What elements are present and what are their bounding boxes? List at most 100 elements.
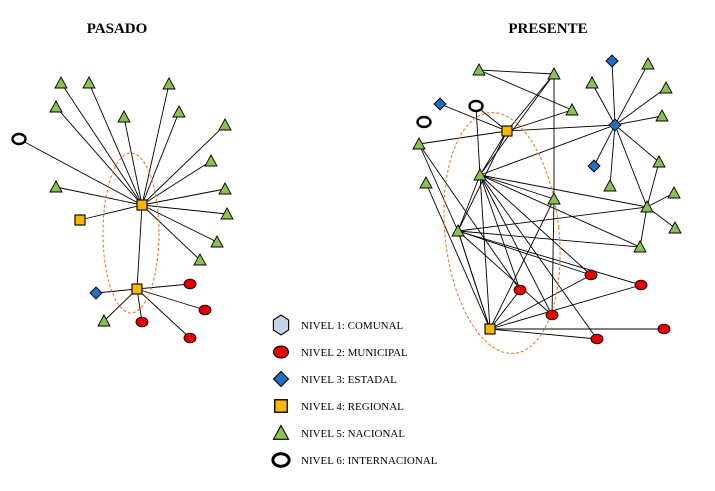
legend-symbol-square <box>274 399 288 413</box>
past-national-triangle-node-t10 <box>220 207 234 220</box>
legend-item-level-1: NIVEL 1: COMUNAL <box>272 314 404 336</box>
present-municipal-ellipse-node-r1 <box>513 284 527 296</box>
highlight-ellipses <box>102 111 561 355</box>
present-edge-t12-d3 <box>614 115 663 126</box>
legend-label-level-4: NIVEL 4: REGIONAL <box>301 401 404 413</box>
present-edge-t11-d3 <box>614 87 667 126</box>
present-edge-t4-t8 <box>418 143 459 232</box>
present-highlight-ellipse <box>443 111 561 355</box>
legend-symbol-ellipse <box>272 345 290 359</box>
present-edge-d3-t6 <box>479 124 616 176</box>
legend-item-level-4: NIVEL 4: REGIONAL <box>274 399 404 413</box>
present-national-triangle-node-t16 <box>640 200 654 213</box>
past-municipal-ellipse-node-r3 <box>135 316 149 328</box>
present-edge-t6-t7 <box>479 174 555 200</box>
legend-label-level-2: NIVEL 2: MUNICIPAL <box>301 347 408 359</box>
present-regional-square-node-sq2 <box>484 323 496 335</box>
past-national-triangle-node-t7 <box>218 118 232 131</box>
present-edge-t6-t18 <box>479 174 641 248</box>
past-regional-square-node-A <box>136 199 148 211</box>
past-regional-square-node-B <box>131 283 143 295</box>
present-edge-sq2-r1 <box>489 289 521 330</box>
past-regional-square-node-R1 <box>74 214 86 226</box>
legend-label-level-5: NIVEL 5: NACIONAL <box>301 428 405 440</box>
present-edge-t6-r5 <box>479 174 598 340</box>
past-national-triangle-node-t4 <box>117 110 131 123</box>
present-edge-sq2-r3 <box>489 284 642 330</box>
present-national-triangle-node-t1 <box>472 63 486 76</box>
present-edge-sq2-t8 <box>457 230 491 330</box>
past-national-triangle-node-t6 <box>172 105 186 118</box>
past-edge-A-t8 <box>141 160 212 206</box>
present-edge-t6-r4 <box>479 174 553 316</box>
past-edge-B-d1 <box>95 288 138 294</box>
past-edge-A-t10 <box>141 204 228 215</box>
past-national-triangle-node-t12 <box>193 253 207 266</box>
past-national-triangle-node-t14 <box>97 314 111 327</box>
present-international-ring-node-ring2 <box>416 115 432 129</box>
present-national-triangle-node-t4 <box>412 137 426 150</box>
past-national-triangle-node-t1 <box>54 76 68 89</box>
past-national-triangle-node-t11 <box>210 235 224 248</box>
present-edge-t10-d3 <box>614 63 649 126</box>
past-edge-A-t4 <box>123 116 143 206</box>
present-edge-t6-r2 <box>479 174 592 276</box>
present-national-triangle-node-t8 <box>451 224 465 237</box>
past-municipal-ellipse-node-r2 <box>198 304 212 316</box>
past-international-ring-node-I1 <box>11 132 27 146</box>
past-title: PASADO <box>87 21 148 37</box>
present-edge-t8-t16 <box>457 206 648 232</box>
present-edge-t6-t8 <box>457 174 481 232</box>
present-edge-sq1-t3 <box>506 109 573 132</box>
present-national-triangle-node-t17 <box>668 221 682 234</box>
past-edge-A-t2 <box>88 82 143 206</box>
present-regional-square-node-sq1 <box>501 125 513 137</box>
past-national-triangle-node-t8 <box>204 154 218 167</box>
present-edge-sq1-t4 <box>418 130 508 145</box>
present-edge-t5-sq2 <box>425 182 491 330</box>
present-edge-t8-r4 <box>457 230 553 316</box>
legend-item-level-2: NIVEL 2: MUNICIPAL <box>272 345 408 359</box>
present-edge-d3-t16 <box>614 124 648 208</box>
past-edge-A-t9 <box>141 188 226 206</box>
present-edge-t16-t14 <box>646 161 660 208</box>
present-national-triangle-node-t14 <box>652 155 666 168</box>
present-edge-t7-sq2 <box>489 198 555 330</box>
past-edge-A-t5 <box>141 83 170 206</box>
past-national-triangle-node-t2 <box>82 76 96 89</box>
legend-label-level-6: NIVEL 6: INTERNACIONAL <box>301 455 438 467</box>
present-edge-d3-t14 <box>614 124 660 163</box>
present-national-triangle-node-t10 <box>641 57 655 70</box>
past-national-triangle-node-t3 <box>49 100 63 113</box>
present-edge-t8-r2 <box>457 230 592 276</box>
past-edge-A-I1 <box>18 138 143 206</box>
present-edge-sq1-d3 <box>506 124 616 132</box>
present-national-triangle-node-t18 <box>633 240 647 253</box>
present-edge-sq2-r2 <box>489 274 592 330</box>
present-edge-t1-t3 <box>478 69 573 111</box>
present-edge-d3-t13 <box>609 124 616 187</box>
past-edge-A-t13 <box>55 186 143 206</box>
past-edge-A-t7 <box>141 124 226 206</box>
present-edge-t8-r3 <box>457 230 642 286</box>
legend-label-level-1: NIVEL 1: COMUNAL <box>301 320 404 332</box>
present-edge-d2-d3 <box>611 60 616 126</box>
past-edge-B-r4 <box>136 288 191 339</box>
past-municipal-ellipse-node-r4 <box>183 332 197 344</box>
network-edges <box>18 60 676 340</box>
past-national-triangle-node-t9 <box>218 182 232 195</box>
present-edge-t9-d3 <box>591 82 616 126</box>
legend-symbol-hexagon <box>272 314 290 336</box>
present-edge-t16-t18 <box>639 206 648 248</box>
present-national-triangle-node-t11 <box>659 81 673 94</box>
past-edge-B-r2 <box>136 288 206 311</box>
present-edge-t4-r1 <box>418 143 521 291</box>
present-national-triangle-node-t15 <box>667 186 681 199</box>
legend-symbol-triangle <box>272 424 290 440</box>
present-state-diamond-node-d2 <box>605 54 619 68</box>
present-edge-t1-t2 <box>478 69 555 75</box>
legend-symbol-diamond <box>272 370 290 388</box>
present-edge-t6-sq2 <box>479 174 491 330</box>
present-national-triangle-node-t12 <box>655 109 669 122</box>
